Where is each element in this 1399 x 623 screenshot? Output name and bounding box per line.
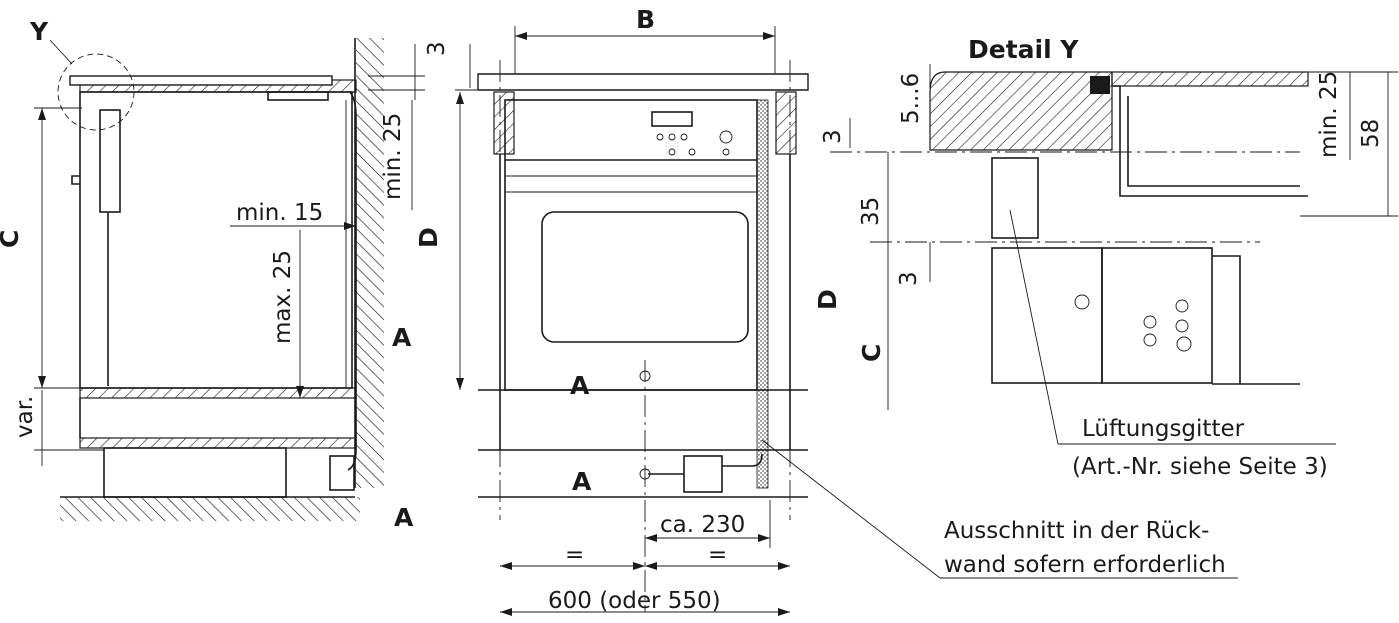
- label-a: A: [572, 467, 592, 496]
- oven-handle: [71, 175, 80, 185]
- oven-side-part: [991, 247, 1103, 384]
- connector: [1176, 336, 1192, 352]
- label-d-detail: D: [813, 289, 842, 310]
- dim-c-arrow-bottom: [38, 376, 46, 388]
- cutout-leader: [761, 439, 941, 579]
- cabinet-left-side: [493, 91, 515, 155]
- connector: [1175, 319, 1189, 333]
- dim-ca230: ca. 230: [660, 512, 745, 538]
- socket-point: [639, 370, 651, 382]
- connection-box: [683, 455, 723, 493]
- label-a: A: [392, 323, 412, 352]
- detail-dim-three-lower: 3: [896, 271, 922, 286]
- dim-d-arrow-bottom: [456, 378, 464, 390]
- detail-worktop-section: [929, 71, 1113, 151]
- cable-path: [347, 91, 357, 471]
- label-c-detail: C: [857, 344, 886, 362]
- wall-socket: [329, 455, 355, 491]
- label-b: B: [636, 5, 655, 34]
- dim-arrow: [500, 608, 512, 616]
- dim-b-arrow-right: [763, 32, 775, 40]
- detail-dim-58: 58: [1358, 119, 1384, 148]
- dim-c-arrow-top: [38, 108, 46, 120]
- labels: Y A A A A B C D D C Detail Y 3 min. 25 m…: [0, 5, 1384, 614]
- socket-point: [639, 468, 651, 480]
- grille-leader: [1009, 209, 1059, 445]
- label-d: D: [414, 227, 443, 248]
- connector: [1143, 315, 1157, 329]
- dim-min15: min. 15: [236, 200, 323, 226]
- oven-button: [656, 133, 664, 141]
- vent-strip: [267, 91, 329, 101]
- dim-arrow: [633, 562, 645, 570]
- dim-var: var.: [12, 396, 38, 438]
- detail-dim-35: 35: [858, 197, 884, 226]
- base-bottom: [79, 437, 357, 449]
- hob-glass: [69, 75, 333, 86]
- dim-min15-arrow: [344, 222, 356, 230]
- detail-dim-min25: min. 25: [1316, 71, 1342, 158]
- dim-arrow: [645, 534, 657, 542]
- oven-window: [541, 211, 749, 343]
- cabinet-right-side: [775, 91, 797, 155]
- dim-d-arrow-top: [456, 92, 464, 104]
- grille-note-line1: Lüftungsgitter: [1082, 416, 1245, 442]
- cable: [648, 453, 763, 475]
- cabinet-wall-edge: [1212, 255, 1300, 385]
- front-view: [455, 26, 1238, 616]
- label-a: A: [570, 371, 590, 400]
- connector: [1175, 299, 1189, 313]
- cutout-note-line1: Ausschnitt in der Rück-: [944, 518, 1209, 544]
- oven-button: [668, 133, 676, 141]
- oven-knob: [719, 130, 733, 144]
- oven-display: [651, 111, 693, 127]
- oven-button: [722, 148, 730, 156]
- grille-note-line2: (Art.-Nr. siehe Seite 3): [1072, 454, 1328, 480]
- oven-button: [680, 133, 688, 141]
- detail-title: Detail Y: [968, 35, 1079, 64]
- cabinet-outline: [79, 91, 353, 389]
- detail-screw: [1074, 294, 1090, 310]
- hob-box: [99, 109, 121, 213]
- dim-b-arrow-left: [515, 32, 527, 40]
- detail-y-leader: [49, 39, 73, 65]
- detail-hob-inner: [1127, 96, 1300, 187]
- label-c: C: [0, 230, 24, 248]
- detail-hob-glass: [1111, 71, 1309, 87]
- detail-dim-three: 3: [820, 129, 846, 144]
- dim-arrow: [778, 562, 790, 570]
- side-view: [34, 38, 425, 521]
- dim-eq-right: =: [708, 542, 727, 568]
- dim-width: 600 (oder 550): [548, 588, 721, 614]
- oven-back-part: [1101, 247, 1213, 384]
- cutout-note-line2: wand sofern erforderlich: [944, 552, 1226, 578]
- dim-min25: min. 25: [380, 113, 406, 200]
- dim-arrow: [778, 608, 790, 616]
- detail-seal: [1090, 76, 1110, 94]
- dim-arrow: [645, 562, 657, 570]
- dim-eq-left: =: [565, 542, 584, 568]
- front-hob: [477, 73, 809, 91]
- base-shelf: [79, 387, 357, 399]
- dim-max25: max. 25: [270, 250, 296, 344]
- connector: [1143, 333, 1157, 347]
- oven-button: [688, 148, 696, 156]
- detail-y-view: [830, 64, 1398, 445]
- floor-hatching: [60, 497, 360, 521]
- dim-arrow: [500, 562, 512, 570]
- dim-three: 3: [424, 41, 450, 56]
- label-a: A: [394, 503, 414, 532]
- dim-arrow: [758, 534, 770, 542]
- perforated-back: [756, 99, 769, 489]
- plinth: [103, 447, 287, 498]
- dim-max25-arrow: [296, 386, 304, 398]
- label-y: Y: [29, 17, 49, 46]
- ventilation-grille: [991, 157, 1039, 239]
- detail-hob-frame: [1112, 85, 1308, 197]
- oven-button: [668, 148, 676, 156]
- wall-hatching: [356, 38, 384, 488]
- detail-dim-56: 5...6: [898, 73, 924, 124]
